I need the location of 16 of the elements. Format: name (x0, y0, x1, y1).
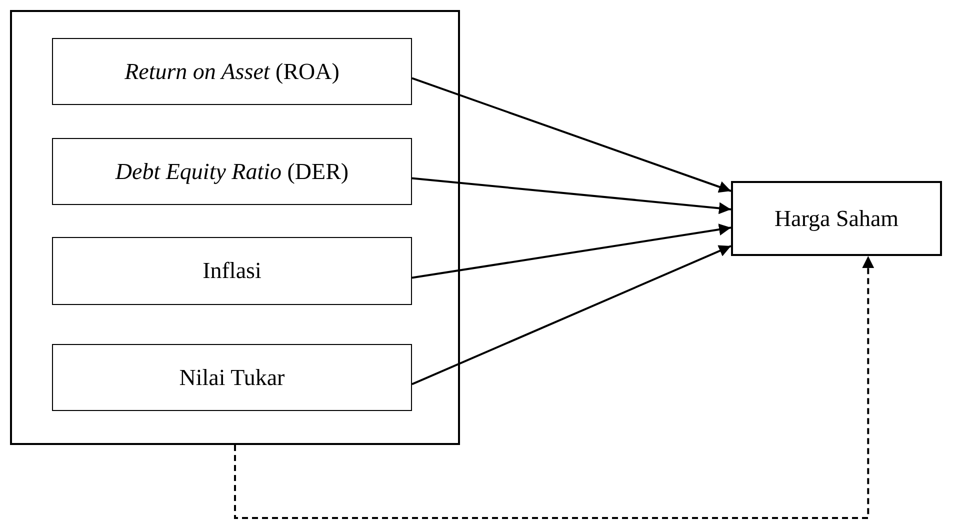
arrow (412, 177, 732, 214)
variable-label: Debt Equity Ratio (DER) (115, 158, 349, 184)
box-frame (10, 10, 460, 445)
variable-label: Harga Saham (774, 206, 899, 232)
variable-box (52, 344, 412, 411)
variable-label: Inflasi (202, 258, 262, 284)
variable-box (52, 237, 412, 305)
variable-box (52, 138, 412, 205)
variable-box (731, 181, 942, 256)
arrow (234, 256, 874, 519)
variable-box (52, 38, 412, 105)
arrow (412, 77, 732, 193)
variable-label: Return on Asset (ROA) (124, 58, 340, 84)
arrow (412, 224, 732, 279)
variable-label: Nilai Tukar (179, 364, 285, 390)
arrow (412, 245, 732, 386)
